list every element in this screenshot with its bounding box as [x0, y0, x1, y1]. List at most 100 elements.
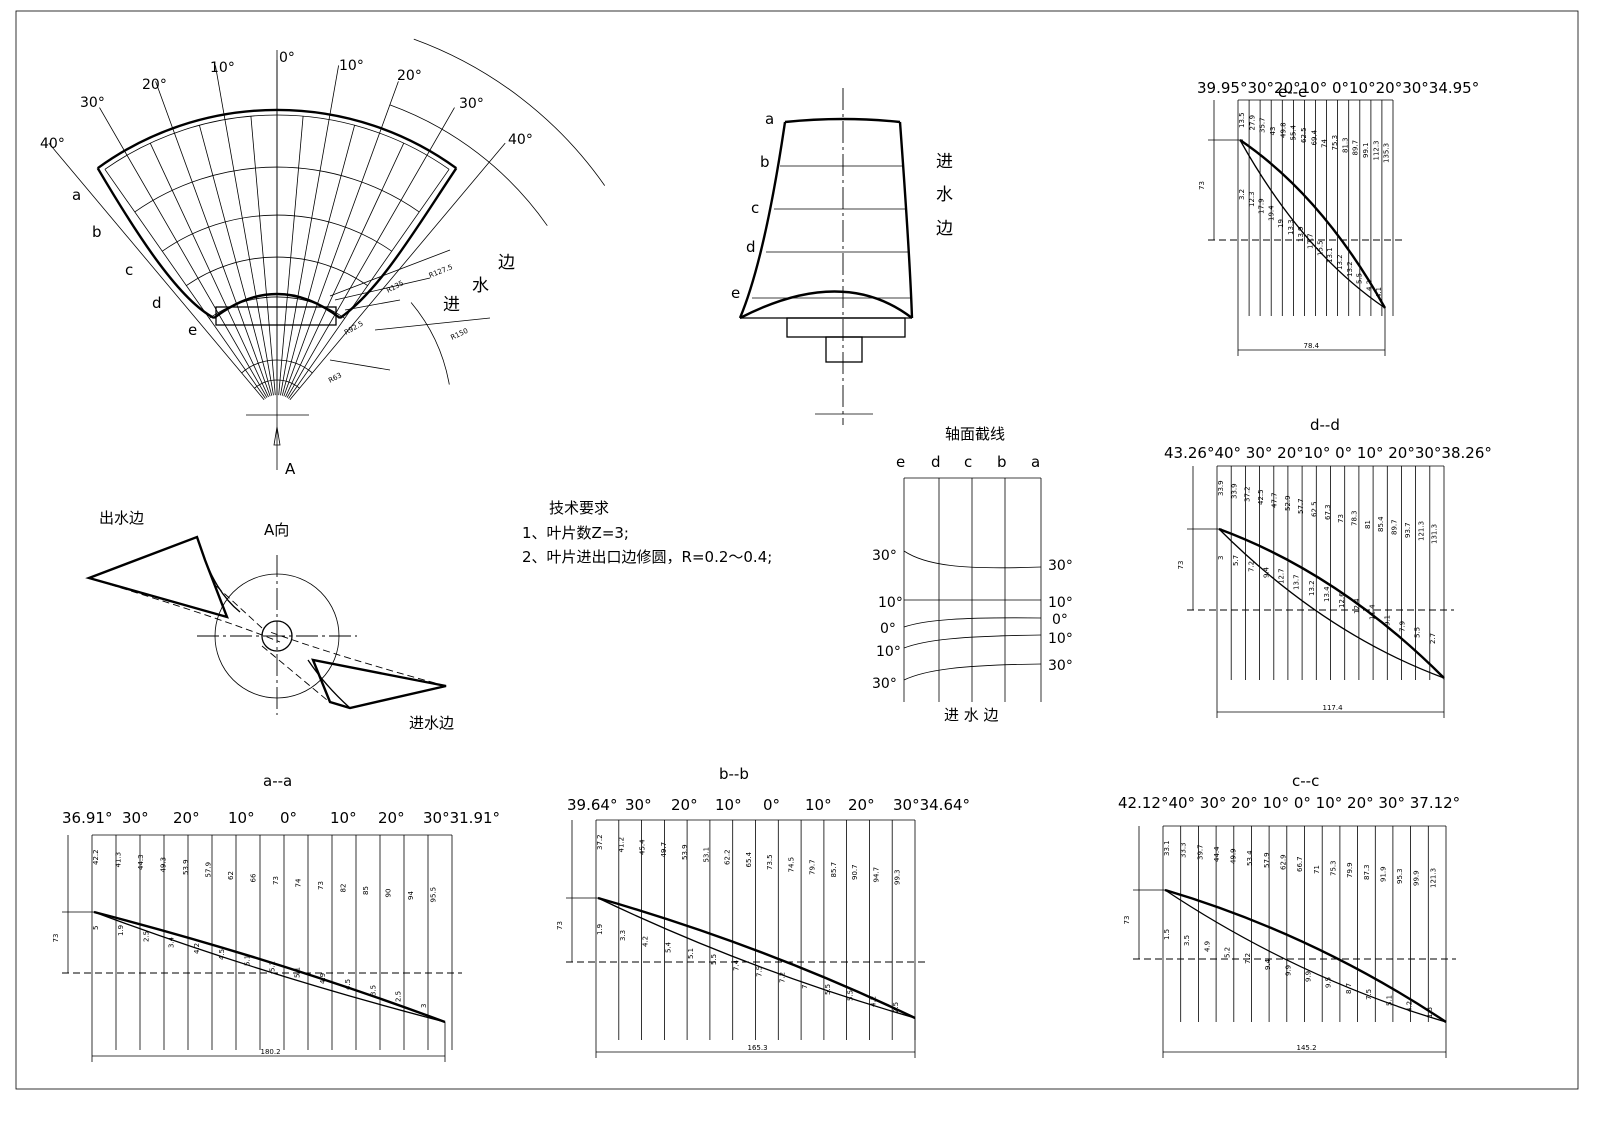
axial-left-deg-10: 10° [878, 595, 903, 611]
a-view-blade-right-inner [307, 659, 351, 709]
plan-inlet-char-2: 水 [472, 276, 489, 296]
sec-bb-bottom-value-5: 5.5 [710, 954, 718, 965]
sec-ee-top-value-0: 13.5 [1238, 112, 1246, 128]
sec-ee-profile-lower [1239, 139, 1386, 309]
sec-bb-top-value-4: 53.9 [681, 844, 689, 860]
a-view-hub-bore [261, 620, 293, 652]
sec-bb-angle-0: 39.64° [567, 796, 617, 814]
sec-bb-bottom-value-6: 7.4 [733, 959, 741, 971]
sec-bb-bottom-value-10: 5.5 [824, 984, 832, 995]
elev-letter-a: a [765, 110, 774, 128]
a-view-blade-right [311, 658, 447, 710]
sec-dd-bottom-value-4: 12.7 [1278, 568, 1286, 584]
tech-line-1: 1、叶片数Z=3; [522, 524, 629, 542]
sec-dd-height-label: 73 [1177, 561, 1185, 570]
sec-cc-top-value-10: 75.3 [1330, 860, 1338, 876]
sec-bb-bottom-value-1: 3.3 [619, 930, 627, 941]
sec-ee-bottom-value-7: 17.7 [1307, 233, 1315, 249]
sec-aa-angle-4: 0° [280, 809, 297, 827]
sec-cc-top-value-8: 66.7 [1296, 856, 1304, 872]
sec-ee-bottom-value-6: 13.9 [1297, 226, 1305, 242]
axial-left-deg-0: 0° [880, 621, 896, 637]
sec-ee-top-value-9: 75.3 [1331, 135, 1339, 151]
a-view-blade-right-hidden [269, 631, 447, 687]
sec-dd-title: d--d [1310, 416, 1340, 434]
sec-ee-top-value-5: 55.4 [1290, 124, 1298, 140]
sec-ee-angles: 39.95°30°20°10° 0°10°20°30°34.95° [1197, 79, 1479, 97]
axial-right-deg-30b: 30° [1048, 658, 1073, 674]
sec-aa-top-value-14: 94 [407, 891, 415, 900]
a-view-blade-left [85, 535, 229, 619]
sec-cc-top-value-12: 87.3 [1363, 864, 1371, 880]
sec-aa-top-value-15: 95.5 [430, 887, 438, 903]
elevation-view: a b c d e 进 水 边 [731, 88, 953, 425]
axial-bottom-label: 进 水 边 [944, 706, 999, 724]
sec-cc-bottom-value-7: 9.9 [1305, 971, 1313, 982]
sec-aa-bottom-value-2: 2.5 [142, 931, 150, 942]
sec-cc-top-value-1: 33.3 [1180, 842, 1188, 858]
sec-aa-bottom-value-3: 3.4 [168, 936, 176, 948]
sec-dd-top-value-2: 37.2 [1244, 486, 1252, 502]
axial-letter-a: a [1031, 453, 1040, 471]
sec-ee-top-value-10: 81.3 [1341, 137, 1349, 153]
sec-cc-top-value-15: 99.9 [1413, 870, 1421, 886]
plan-dim-arc-2 [413, 38, 606, 186]
sec-bb-top-value-0: 37.2 [596, 834, 604, 850]
plan-dim-arc-3 [410, 302, 450, 385]
a-direction-view: 出水边 A向 进水边 [85, 509, 454, 732]
plan-ray-0 [48, 142, 265, 400]
elevation-top-edge [784, 117, 901, 124]
plan-section-letter-2: c [125, 261, 133, 279]
sec-bb-bottom-value-11: 5.5 [847, 990, 855, 1001]
sec-bb-angle-6: 20° [848, 796, 875, 814]
plan-ray-13 [285, 142, 405, 398]
axial-left-deg-30: 30° [872, 548, 897, 564]
sec-ee-top-value-11: 89.7 [1352, 140, 1360, 156]
sec-cc-top-value-2: 39.7 [1196, 844, 1204, 860]
sec-aa-bottom-value-13: 3 [420, 1004, 428, 1008]
sec-bb-top-value-5: 53.1 [702, 847, 710, 863]
sec-bb-bottom-value-2: 4.2 [642, 936, 650, 947]
sec-dd-top-value-9: 73 [1337, 514, 1345, 523]
sec-dd-top-value-4: 47.7 [1270, 492, 1278, 508]
axial-curve-10-bottom [903, 634, 1042, 649]
axial-curve-0 [903, 617, 1042, 628]
sec-aa-top-value-10: 73 [317, 881, 325, 890]
a-view-inlet-label: 进水边 [409, 714, 454, 732]
elev-letter-b: b [760, 153, 770, 171]
sec-aa-top-value-11: 82 [340, 884, 348, 893]
sec-bb-angle-5: 10° [805, 796, 832, 814]
plan-angle-label-3: 10° [210, 60, 235, 76]
elev-letter-c: c [751, 199, 759, 217]
plan-section-letter-1: b [92, 223, 102, 241]
sec-cc-width-label: 145.2 [1297, 1044, 1317, 1052]
elevation-left-edge [738, 121, 787, 319]
sec-cc-top-value-16: 121.3 [1429, 868, 1437, 888]
plan-ray-7 [250, 116, 276, 396]
plan-angle-label-2: 20° [142, 77, 167, 93]
sec-bb-bottom-value-3: 5.4 [664, 941, 672, 953]
axial-left-deg-10b: 10° [876, 644, 901, 660]
plan-radius-leader-2 [344, 299, 401, 311]
axial-right-deg-10b: 10° [1048, 631, 1073, 647]
axial-letter-e: e [896, 453, 905, 471]
plan-radius-leader-3 [374, 317, 491, 331]
sec-bb-angle-2: 20° [671, 796, 698, 814]
sec-ee-height-label: 73 [1198, 181, 1206, 190]
plan-radius-label-3: R150 [449, 327, 469, 342]
sec-cc-top-value-4: 49.9 [1230, 848, 1238, 864]
sec-cc-top-value-13: 91.9 [1379, 866, 1387, 882]
sec-dd-profile-lower [1218, 528, 1445, 679]
sec-bb-top-value-13: 94.7 [873, 867, 881, 883]
sec-cc-bottom-value-0: 1.5 [1163, 929, 1171, 940]
sec-bb-top-value-12: 90.7 [851, 864, 859, 880]
sec-dd-bottom-value-11: 9.1 [1384, 615, 1392, 626]
technical-requirements: 技术要求 1、叶片数Z=3; 2、叶片进出口边修圆，R=0.2～0.4; [522, 499, 772, 566]
sec-ee-top-value-7: 69.4 [1310, 129, 1318, 145]
plan-ray-6 [215, 65, 274, 396]
sec-dd-bottom-value-6: 13.2 [1308, 580, 1316, 596]
sec-cc-bottom-value-11: 5.1 [1385, 995, 1393, 1006]
sec-aa-top-value-13: 90 [385, 889, 393, 898]
sec-aa-bottom-value-9: 4.9 [319, 973, 327, 984]
